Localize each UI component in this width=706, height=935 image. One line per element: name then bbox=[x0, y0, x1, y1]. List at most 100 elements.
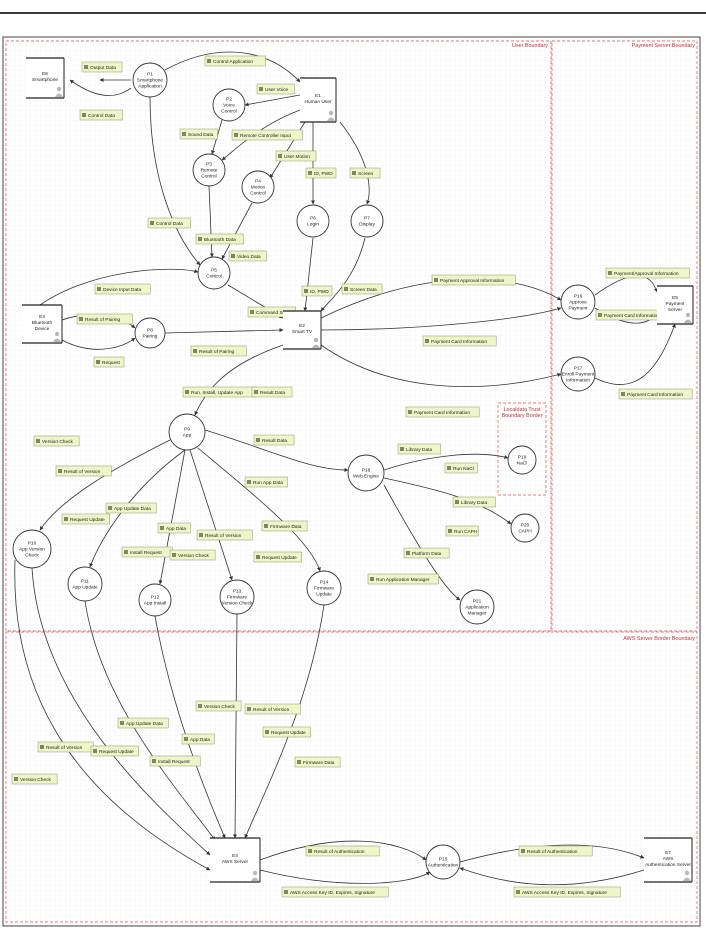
process-label: P19 bbox=[518, 455, 527, 461]
process-label: P14 bbox=[320, 580, 329, 586]
process-label: P5 bbox=[211, 268, 217, 274]
flow-label-text: Request Update bbox=[99, 749, 134, 755]
process-label: Pairing bbox=[143, 334, 158, 340]
process-label: P20 bbox=[521, 523, 530, 529]
flow-label-text: Bluetooth Data bbox=[204, 237, 236, 243]
flow-label-text: Version Check bbox=[178, 553, 210, 559]
boundary-label-user: User Boundary bbox=[512, 43, 548, 49]
flow-label-text: Result of Version bbox=[64, 469, 101, 475]
flow-label: Result of Authentication bbox=[305, 845, 380, 857]
flow-label-text: Payment/Approval Information bbox=[614, 271, 679, 277]
process-label: P21 bbox=[473, 599, 482, 605]
flow-label-text: Screen bbox=[358, 171, 374, 177]
process-label: P18 bbox=[362, 468, 371, 474]
flow-label-text: Payment Card Information bbox=[414, 410, 470, 416]
flow-label: Run NaCl bbox=[444, 462, 478, 474]
flow-label: Payment Approval Information bbox=[431, 274, 516, 286]
entity-label: Human User bbox=[305, 99, 332, 105]
process-label: Remote bbox=[201, 168, 218, 174]
entity-label: Smart TV bbox=[292, 329, 313, 335]
flow-label: Run App Data bbox=[244, 476, 288, 488]
flow-arrow bbox=[259, 869, 431, 884]
flow-label-text: Run App Data bbox=[253, 480, 283, 486]
process-label: Control bbox=[250, 191, 265, 197]
process-label: P10 bbox=[28, 541, 37, 547]
flow-label: User Motion bbox=[275, 150, 317, 162]
flow-label-text: Payment Card Information bbox=[431, 339, 487, 345]
process-label: Application bbox=[138, 84, 162, 90]
flow-label: Run CAPH bbox=[445, 525, 479, 537]
process-label: Firmware bbox=[314, 586, 334, 592]
flow-label: Control Application bbox=[204, 55, 266, 67]
process-label: P3 bbox=[206, 162, 212, 168]
process-label: NaCl bbox=[517, 461, 528, 467]
process-label: P1 bbox=[147, 72, 153, 78]
process-label: P2 bbox=[226, 97, 232, 103]
process-label: P4 bbox=[255, 179, 261, 185]
process-label: P16 bbox=[574, 294, 583, 300]
flow-label-text: App Data bbox=[190, 737, 210, 743]
payment-server-boundary bbox=[551, 40, 698, 632]
flow-arrow bbox=[320, 344, 562, 387]
entity-label: AWS bbox=[663, 856, 674, 862]
process-label: App Version bbox=[19, 547, 45, 553]
flow-label: Request Update bbox=[90, 745, 139, 757]
flow-arrow bbox=[89, 449, 186, 568]
flow-label-text: Sound Data bbox=[188, 132, 214, 138]
boundary-label-payment: Payment Server Boundary bbox=[632, 43, 696, 49]
flow-label-text: Remote Controller Input bbox=[240, 133, 292, 139]
flow-label-text: Control Data bbox=[156, 221, 183, 227]
process-label: Login bbox=[307, 222, 319, 228]
flow-label-text: Version Check bbox=[20, 777, 52, 783]
flow-arrow bbox=[164, 328, 284, 334]
flow-label-text: App Update Data bbox=[126, 721, 163, 727]
process-label: Approve bbox=[569, 300, 587, 306]
process-label: Information bbox=[566, 378, 590, 384]
flow-label: ID, PWD bbox=[301, 285, 333, 297]
process-label: P15 bbox=[439, 857, 448, 863]
process-label: P12 bbox=[151, 595, 160, 601]
process-label: Update bbox=[316, 592, 332, 598]
flow-label: Result of Version bbox=[55, 465, 112, 477]
flow-arrow bbox=[244, 94, 301, 107]
flow-label: Result of Authentication bbox=[518, 845, 593, 857]
flow-label-text: AWS Access Key ID, Expires, Signature bbox=[522, 890, 607, 896]
entity-label: E2 bbox=[299, 323, 305, 329]
process-label: Smartphone bbox=[137, 78, 163, 84]
flow-label-text: Library Data bbox=[461, 500, 487, 506]
flow-arrow bbox=[383, 477, 512, 525]
process-label: Check bbox=[25, 553, 39, 559]
flow-label-text: Result of Version bbox=[253, 707, 290, 713]
process-label: P7 bbox=[364, 216, 370, 222]
flow-arrow bbox=[459, 867, 645, 886]
process-label: Web Engine bbox=[353, 474, 379, 480]
flow-label-text: Command Signal bbox=[256, 310, 293, 316]
flow-label: Firmware Data bbox=[294, 756, 341, 768]
flow-label-text: Control Application bbox=[213, 59, 253, 65]
flow-label: Result of Version bbox=[37, 741, 94, 753]
process-label: Authentication bbox=[428, 863, 459, 869]
process-label: App Install bbox=[144, 601, 166, 607]
entity-label: Server bbox=[668, 307, 683, 313]
entity-label: AWS Server bbox=[222, 859, 249, 865]
flow-label-text: Firmware Data bbox=[303, 760, 335, 766]
flow-arrow bbox=[303, 237, 314, 312]
flow-arrow bbox=[594, 323, 676, 386]
process-label: Firmware bbox=[227, 595, 247, 601]
flow-label: User Voice bbox=[256, 83, 295, 95]
flow-label-text: Run NaCl bbox=[453, 466, 474, 472]
flow-label: Request Update bbox=[61, 513, 110, 525]
flow-label: Payment Card Information bbox=[405, 406, 480, 418]
flow-label-text: Firmware Data bbox=[270, 524, 302, 530]
flow-label-text: Install Request bbox=[158, 759, 190, 765]
process-label: CAPH bbox=[518, 529, 532, 535]
